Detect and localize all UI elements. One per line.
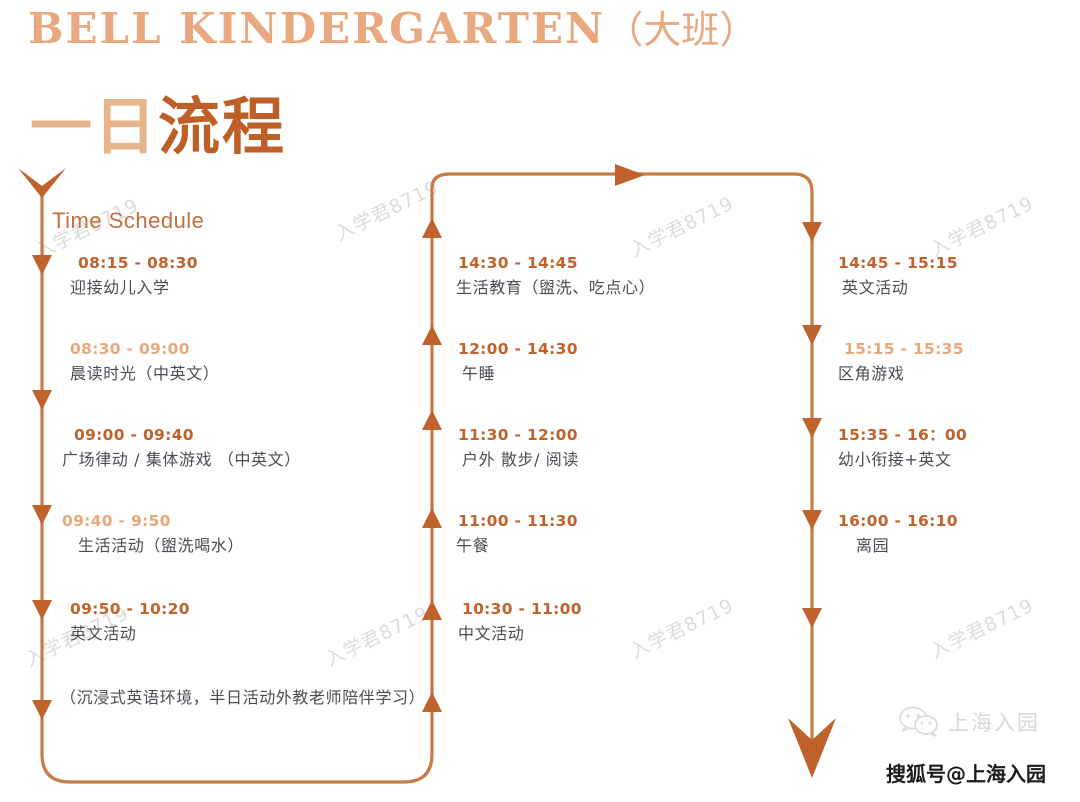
schedule-entry-time: 09:40 - 9:50 xyxy=(62,512,171,530)
arrowheads-col1 xyxy=(18,168,66,720)
schedule-entry: 10:30 - 11:00 中文活动 xyxy=(0,598,582,647)
schedule-entry-desc: 英文活动 xyxy=(842,278,909,298)
schedule-entry-time: 14:45 - 15:15 xyxy=(838,254,958,272)
schedule-entry-desc: 迎接幼儿入学 xyxy=(70,278,170,298)
schedule-entry: 08:15 - 08:30 迎接幼儿入学 xyxy=(0,252,198,301)
sohu-account-line: 搜狐号@上海入园 xyxy=(886,762,1046,786)
schedule-entry-time: 10:30 - 11:00 xyxy=(462,600,582,618)
schedule-entry-desc: 中文活动 xyxy=(458,624,525,644)
page-title-dark: 流程 xyxy=(158,90,287,163)
schedule-entry-time: 08:30 - 09:00 xyxy=(70,340,190,358)
schedule-entry: 15:35 - 16：00 幼小衔接+英文 xyxy=(0,424,967,473)
schedule-entry-desc: 幼小衔接+英文 xyxy=(838,450,952,470)
schedule-entry: 11:00 - 11:30 午餐 xyxy=(0,510,578,559)
schedule-entry: 12:00 - 14:30 午睡 xyxy=(0,338,578,387)
schedule-entry-desc: 午睡 xyxy=(462,364,496,384)
schedule-entry: 11:30 - 12:00 户外 散步/ 阅读 xyxy=(0,424,579,473)
wechat-account-name: 上海入园 xyxy=(948,711,1040,735)
schedule-entry-desc: 生活教育（盥洗、吃点心） xyxy=(456,278,656,298)
page-title-light: 一日 xyxy=(30,90,159,163)
schedule-entry-desc: 离园 xyxy=(856,536,890,556)
schedule-entry-desc: 户外 散步/ 阅读 xyxy=(462,450,579,470)
wechat-logo-block: 上海入园 xyxy=(898,706,1040,738)
schedule-entry-time: 12:00 - 14:30 xyxy=(458,340,578,358)
arrowheads-col3 xyxy=(788,222,836,778)
arrowheads-col2 xyxy=(422,218,442,712)
schedule-entry: 09:50 - 10:20 英文活动 xyxy=(0,598,190,647)
schedule-entry-time: 15:35 - 16：00 xyxy=(838,426,968,444)
page-title: 一日流程 xyxy=(30,96,286,158)
schedule-entry-time: 09:00 - 09:40 xyxy=(74,426,194,444)
schedule-entry-desc: 午餐 xyxy=(456,536,490,556)
schedule-entry: 15:15 - 15:35 区角游戏 xyxy=(0,338,964,387)
line-top-loop xyxy=(430,172,814,742)
schedule-entry-time: 14:30 - 14:45 xyxy=(458,254,578,272)
schedule-entry: 14:30 - 14:45 生活教育（盥洗、吃点心） xyxy=(0,252,655,301)
schedule-entry-desc: 晨读时光（中英文） xyxy=(70,364,220,384)
schedule-entry-desc: 区角游戏 xyxy=(838,364,905,384)
schedule-entry-time: 08:15 - 08:30 xyxy=(78,254,198,272)
line-bottom-loop xyxy=(40,188,434,784)
schedule-entry: 16:00 - 16:10 离园 xyxy=(0,510,958,559)
schedule-entry-time: 15:15 - 15:35 xyxy=(844,340,964,358)
schedule-entry-time: 11:00 - 11:30 xyxy=(458,512,578,530)
schedule-entry-desc: 生活活动（盥洗喝水） xyxy=(78,536,245,556)
subtitle-time-schedule: Time Schedule xyxy=(52,208,205,233)
schedule-entry-time: 16:00 - 16:10 xyxy=(838,512,958,530)
brand-title-en: BELL KINDERGARTEN xyxy=(28,4,606,53)
schedule-entry: 08:30 - 09:00 晨读时光（中英文） xyxy=(0,338,219,387)
schedule-entry-time: 11:30 - 12:00 xyxy=(458,426,578,444)
brand-title: BELL KINDERGARTEN（大班） xyxy=(28,8,757,50)
schedule-entry: 09:40 - 9:50 生活活动（盥洗喝水） xyxy=(0,510,244,559)
schedule-column-note: （沉浸式英语环境，半日活动外教老师陪伴学习） xyxy=(60,688,426,707)
schedule-entry: 09:00 - 09:40 广场律动 / 集体游戏 （中英文） xyxy=(0,424,301,473)
schedule-entry-desc: 英文活动 xyxy=(70,624,137,644)
schedule-entry: 14:45 - 15:15 英文活动 xyxy=(0,252,958,301)
wechat-icon xyxy=(899,706,938,737)
schedule-entry-desc: 广场律动 / 集体游戏 （中英文） xyxy=(62,450,301,470)
brand-title-cn: （大班） xyxy=(605,8,758,52)
arrowheads-top-arc xyxy=(615,164,645,186)
schedule-entry-time: 09:50 - 10:20 xyxy=(70,600,190,618)
